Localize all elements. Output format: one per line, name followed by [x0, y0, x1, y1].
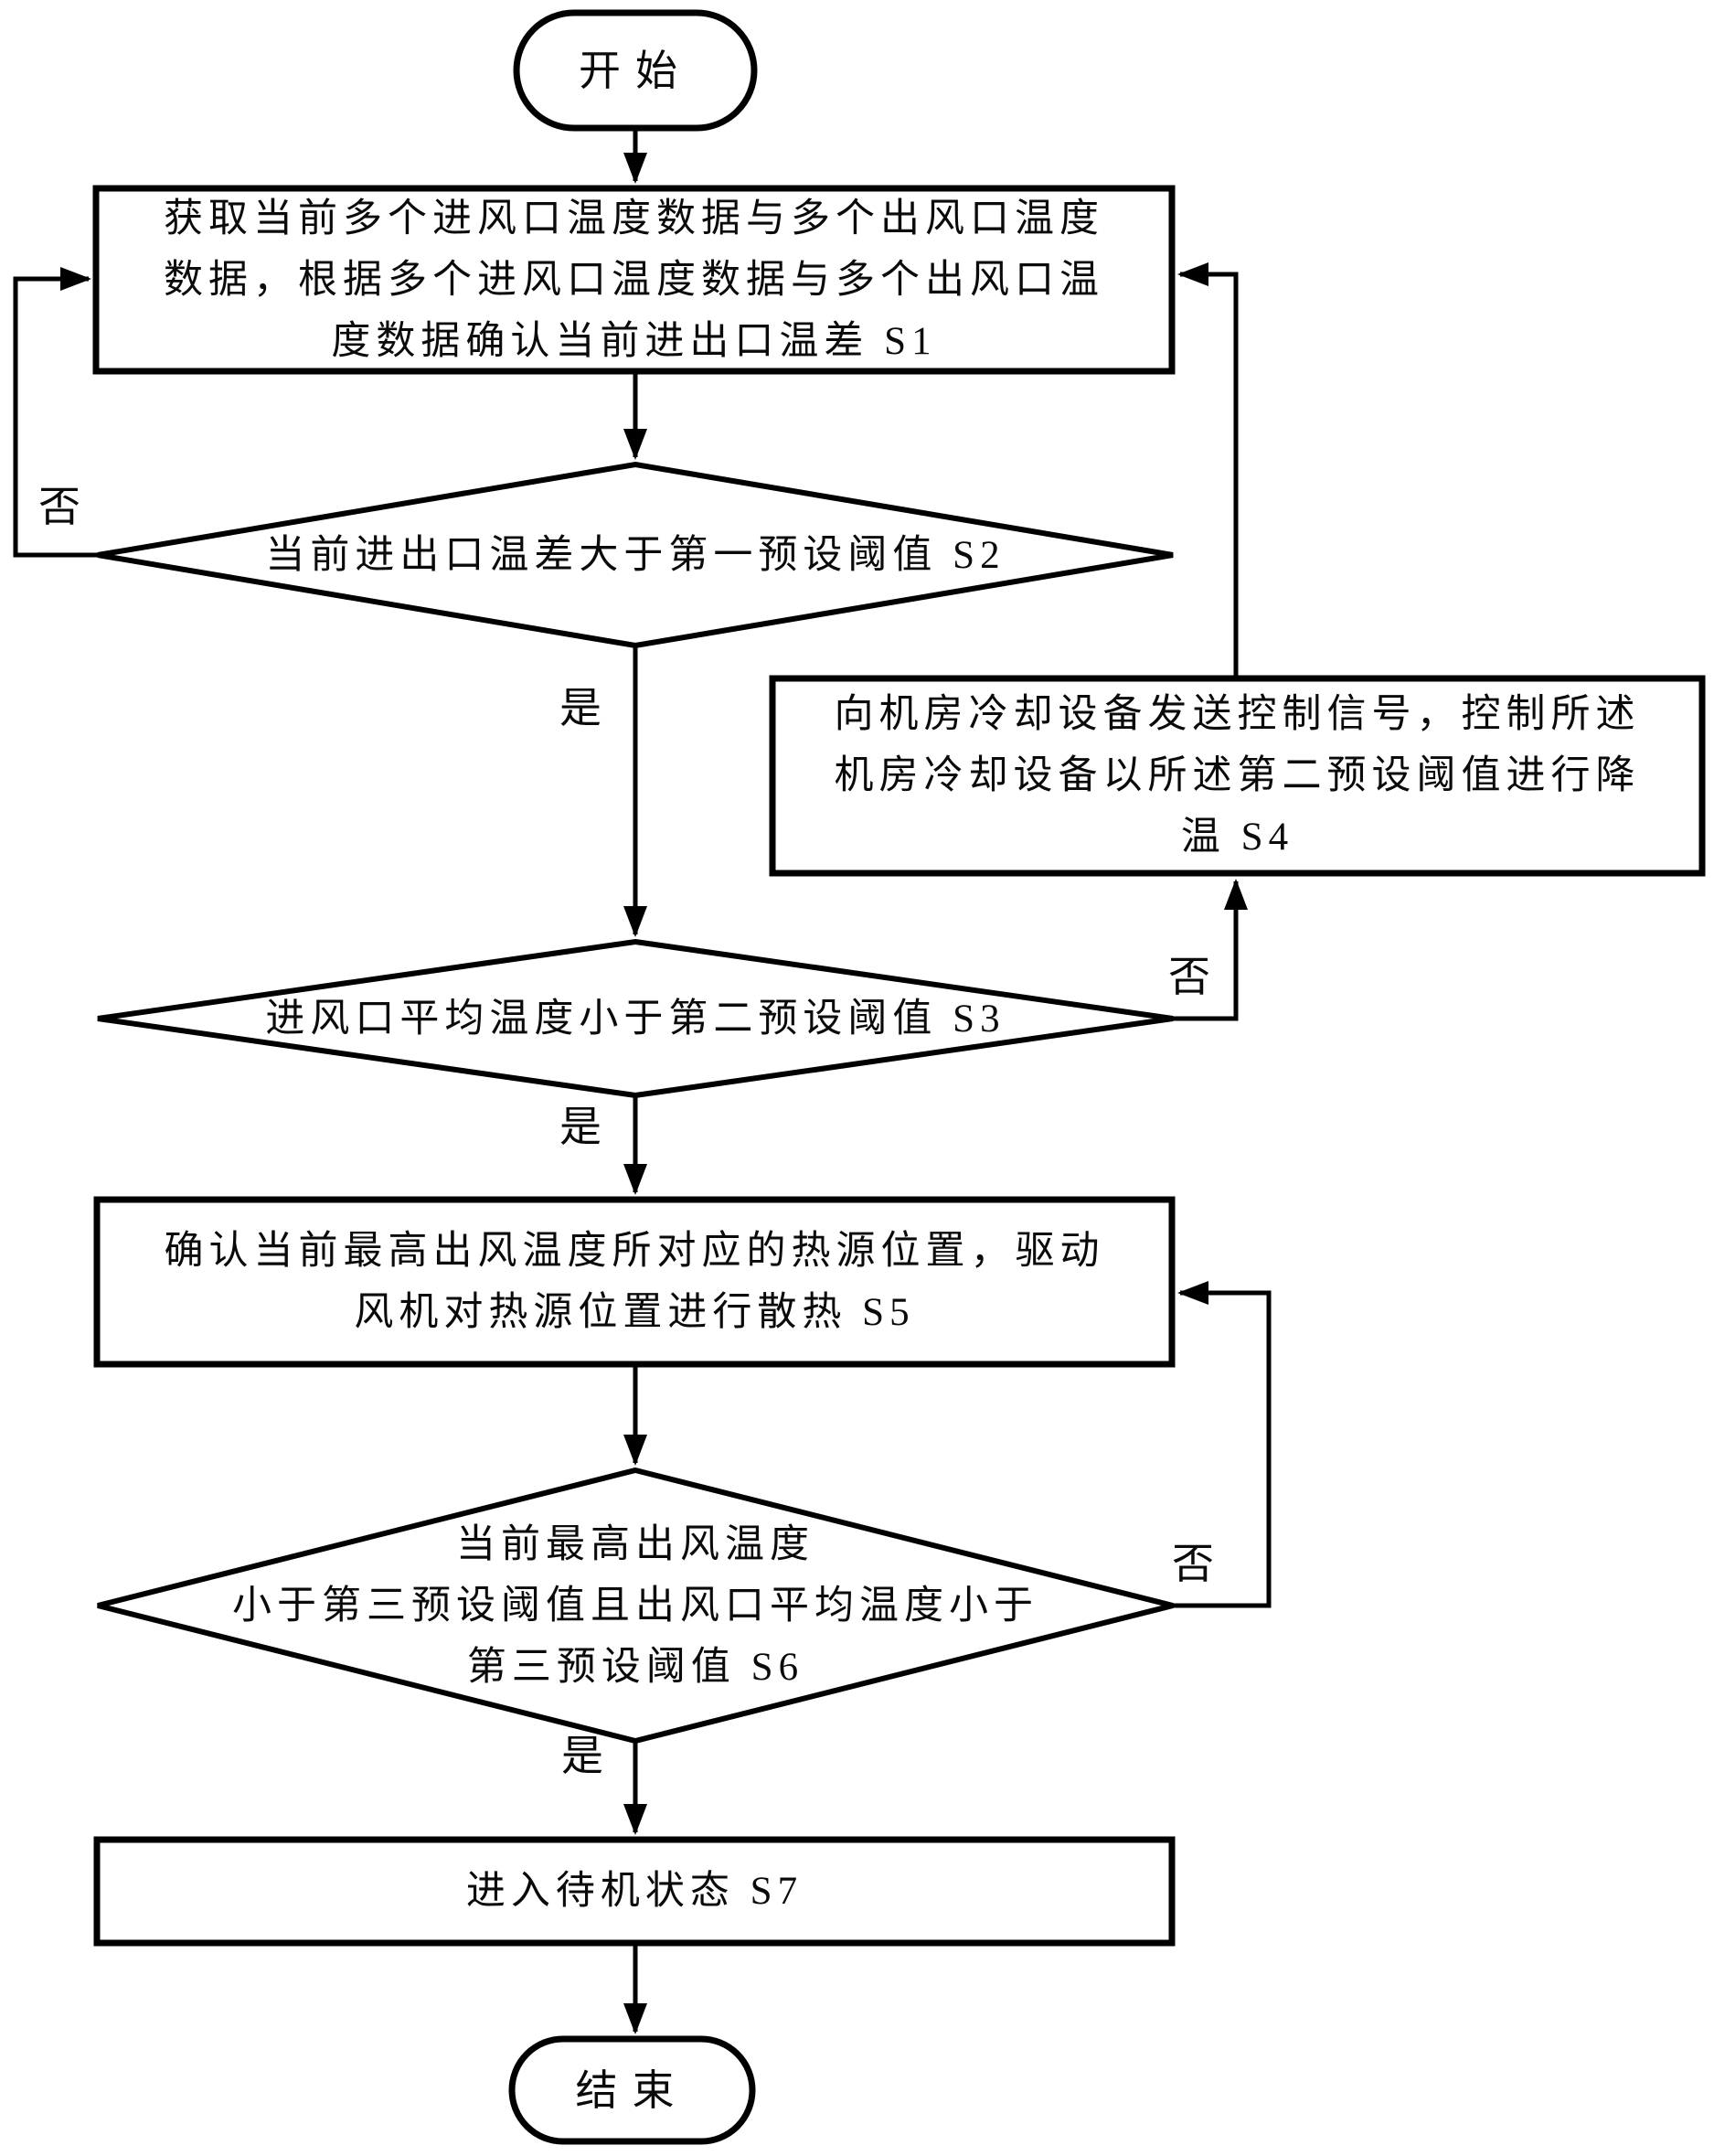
end-terminal-label: 结束: [512, 2039, 752, 2141]
s5-line-1: 确认当前最高出风温度所对应的热源位置，驱动: [164, 1230, 1105, 1273]
s1-line-1: 获取当前多个进风口温度数据与多个出风口温度: [164, 197, 1104, 240]
s6-line-2: 小于第三预设阈值且出风口平均温度小于: [232, 1584, 1038, 1628]
s1-line-3: 度数据确认当前进出口温差 S1: [331, 319, 937, 363]
end-terminal-shape: [508, 2035, 756, 2145]
s4-line-2: 机房冷却设备以所述第二预设阈值进行降: [834, 754, 1641, 797]
s5-line-2: 风机对热源位置进行散热 S5: [354, 1291, 915, 1334]
s4-process-box: [769, 675, 1706, 877]
s7-process-text: 进入待机状态 S7: [97, 1840, 1172, 1943]
s6-no-branch-label: 否: [1172, 1541, 1214, 1587]
edge-s6-no-to-s5: [1173, 1281, 1272, 1608]
s2-no-branch-label: 否: [38, 484, 80, 530]
s5-process-box: [93, 1196, 1176, 1368]
s3-yes-branch-label: 是: [559, 1104, 601, 1150]
start-label-text: 开始: [579, 47, 692, 94]
s6-line-3: 第三预设阈值 S6: [466, 1645, 804, 1689]
edge-s2-no-to-s1: [13, 267, 98, 558]
s2-label: 当前进出口温差大于第一预设阈值 S2: [265, 533, 1006, 577]
s6-line-1: 当前最高出风温度: [456, 1522, 814, 1566]
s6-decision-text: 当前最高出风温度 小于第三预设阈值且出风口平均温度小于 第三预设阈值 S6: [98, 1470, 1173, 1741]
start-terminal-label: 开始: [516, 13, 754, 128]
s2-decision-text: 当前进出口温差大于第一预设阈值 S2: [98, 464, 1173, 646]
s2-yes-branch-label: 是: [559, 685, 601, 731]
s6-yes-branch-label: 是: [561, 1733, 603, 1779]
s4-line-3: 温 S4: [1180, 816, 1294, 859]
end-label-text: 结束: [575, 2066, 689, 2114]
s7-label: 进入待机状态 S7: [465, 1870, 804, 1913]
s3-no-branch-label: 否: [1168, 954, 1210, 1000]
s1-process-text: 获取当前多个进风口温度数据与多个出风口温度 数据，根据多个进风口温度数据与多个出…: [96, 188, 1172, 371]
s4-process-text: 向机房冷却设备发送控制信号，控制所述 机房冷却设备以所述第二预设阈值进行降 温 …: [772, 678, 1702, 873]
edge-s4-to-s1: [1177, 262, 1239, 678]
edge-s3-no-to-s4: [1173, 879, 1248, 1021]
s4-line-1: 向机房冷却设备发送控制信号，控制所述: [834, 693, 1641, 736]
s5-process-text: 确认当前最高出风温度所对应的热源位置，驱动 风机对热源位置进行散热 S5: [97, 1200, 1172, 1364]
s3-label: 进风口平均温度小于第二预设阈值 S3: [265, 997, 1006, 1041]
s3-decision-text: 进风口平均温度小于第二预设阈值 S3: [98, 942, 1173, 1095]
s1-line-2: 数据，根据多个进风口温度数据与多个出风口温: [164, 258, 1104, 302]
